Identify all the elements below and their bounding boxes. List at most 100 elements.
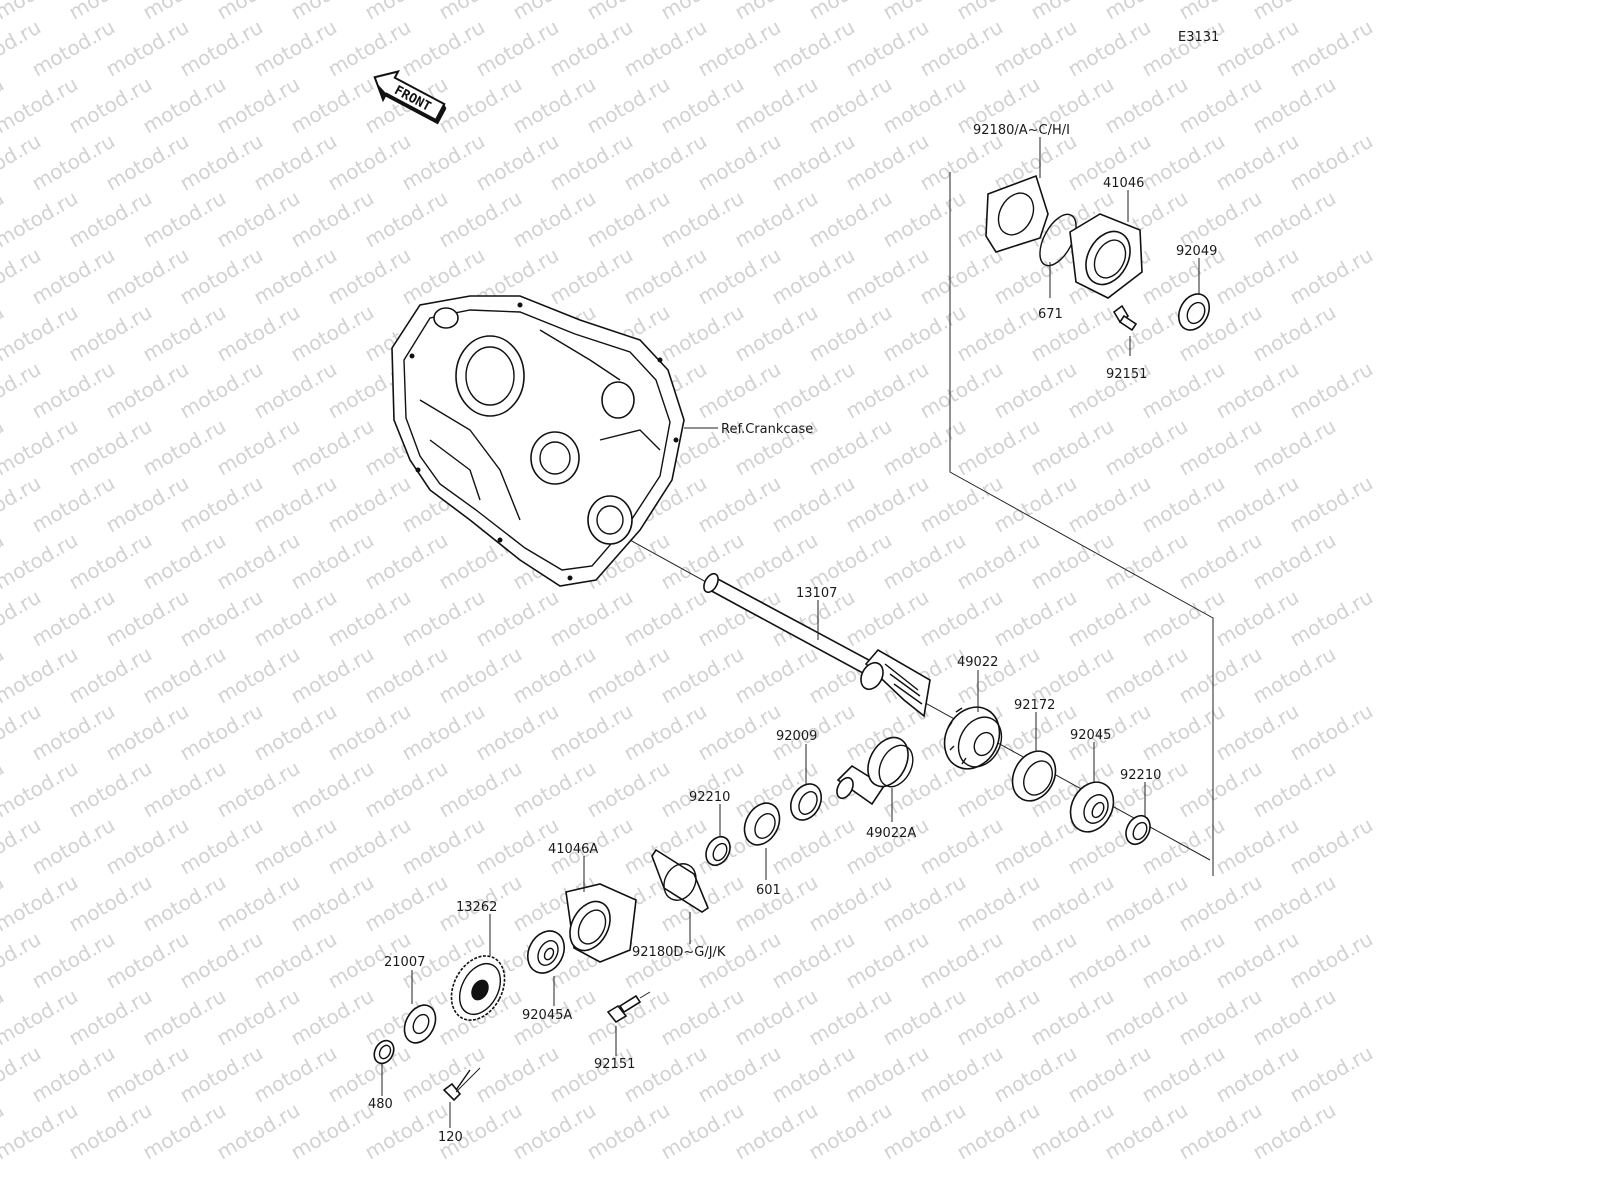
watermark-text: motod.ru [694,243,785,310]
watermark-text: motod.ru [620,129,711,196]
watermark-text: motod.ru [879,414,970,481]
watermark-text: motod.ru [1249,300,1340,367]
watermark-text: motod.ru [213,984,304,1051]
watermark-text: motod.ru [916,585,1007,652]
label-92210-left: 92210 [689,790,730,805]
watermark-text: motod.ru [1286,585,1377,652]
watermark-text: motod.ru [1286,243,1377,310]
watermark-text: motod.ru [1138,699,1229,766]
watermark-text: motod.ru [805,528,896,595]
watermark-text: motod.ru [1027,414,1118,481]
label-92172: 92172 [1014,698,1055,713]
watermark-text: motod.ru [1064,15,1155,82]
watermark-text: motod.ru [250,813,341,880]
watermark-text: motod.ru [768,927,859,994]
watermark-text: motod.ru [768,243,859,310]
watermark-text: motod.ru [620,15,711,82]
watermark-text: motod.ru [731,186,822,253]
watermark-text: motod.ru [953,300,1044,367]
watermark-text: motod.ru [620,927,711,994]
label-120: 120 [438,1130,463,1145]
watermark-text: motod.ru [657,984,748,1051]
watermark-text: motod.ru [657,528,748,595]
bearing-601 [743,802,781,846]
label-92049: 92049 [1176,244,1217,259]
label-13262: 13262 [456,900,497,915]
watermark-text: motod.ru [1286,357,1377,424]
watermark-text: motod.ru [768,1041,859,1108]
watermark-text: motod.ru [694,699,785,766]
watermark-text: motod.ru [731,528,822,595]
watermark-text: motod.ru [287,642,378,709]
watermark-text: motod.ru [28,1041,119,1108]
diagram-code: E3131 [1178,30,1219,45]
watermark-text: motod.ru [1175,186,1266,253]
watermark-text: motod.ru [398,15,489,82]
watermark-text: motod.ru [546,699,637,766]
watermark-text: motod.ru [657,72,748,139]
leader-lines [381,137,1200,1128]
watermark-text: motod.ru [583,984,674,1051]
watermark-text: motod.ru [139,642,230,709]
watermark-text: motod.ru [916,813,1007,880]
watermark-text: motod.ru [1138,129,1229,196]
watermark-text: motod.ru [361,642,452,709]
watermark-text: motod.ru [1101,72,1192,139]
bolt-92151-bottom [606,991,651,1024]
watermark-text: motod.ru [1027,1098,1118,1165]
watermark-text: motod.ru [102,1041,193,1108]
housing-41046A [565,883,637,963]
gasket-92180D [651,848,709,913]
watermark-text: motod.ru [657,300,748,367]
watermark-text: motod.ru [65,528,156,595]
watermark-text: motod.ru [213,642,304,709]
group-frame [949,172,1214,876]
watermark-text: motod.ru [694,471,785,538]
watermark-text: motod.ru [250,129,341,196]
watermark-text: motod.ru [139,300,230,367]
watermark-text: motod.ru [1138,585,1229,652]
watermark-text: motod.ru [139,72,230,139]
watermark-text: motod.ru [250,357,341,424]
watermark-text: motod.ru [213,72,304,139]
watermark-text: motod.ru [731,642,822,709]
watermark-text: motod.ru [1286,813,1377,880]
watermark-text: motod.ru [176,1041,267,1108]
watermark-text: motod.ru [1212,1041,1303,1108]
watermark-text: motod.ru [879,186,970,253]
watermark-text: motod.ru [398,699,489,766]
watermark-text: motod.ru [694,357,785,424]
watermark-text: motod.ru [102,813,193,880]
watermark-text: motod.ru [990,1041,1081,1108]
watermark-text: motod.ru [1212,243,1303,310]
ring-92172 [1011,750,1057,802]
watermark-text: motod.ru [398,129,489,196]
watermark-text: motod.ru [472,699,563,766]
watermark-text: motod.ru [1101,870,1192,937]
bearing-92045A [526,930,566,974]
watermark-text: motod.ru [879,72,970,139]
watermark-text: motod.ru [1064,585,1155,652]
label-92180-dg: 92180D~G/J/K [632,945,726,960]
watermark-text: motod.ru [1027,870,1118,937]
watermark-text: motod.ru [139,414,230,481]
watermark-text: motod.ru [1138,813,1229,880]
watermark-text: motod.ru [287,1098,378,1165]
watermark-text: motod.ru [361,756,452,823]
watermark-text: motod.ru [509,72,600,139]
watermark-text: motod.ru [176,699,267,766]
watermark-text: motod.ru [990,15,1081,82]
watermark-text: motod.ru [1249,642,1340,709]
watermark-text: motod.ru [879,528,970,595]
watermark-text: motod.ru [324,243,415,310]
watermark-text: motod.ru [731,870,822,937]
watermark-text: motod.ru [509,186,600,253]
watermark-text: motod.ru [1249,414,1340,481]
watermark-text: motod.ru [250,927,341,994]
watermark-text: motod.ru [768,813,859,880]
watermark-text: motod.ru [250,585,341,652]
watermark-text: motod.ru [1249,984,1340,1051]
watermark-text: motod.ru [546,1041,637,1108]
watermark-text: motod.ru [620,1041,711,1108]
watermark-text: motod.ru [287,414,378,481]
